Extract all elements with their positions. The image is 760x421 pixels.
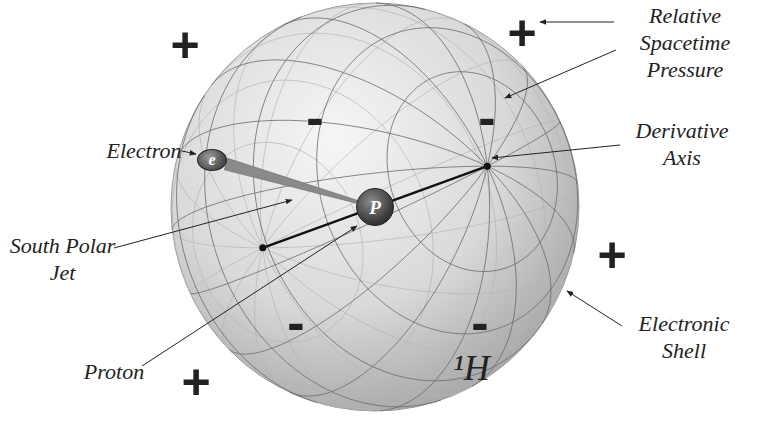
plus-sign: + (170, 20, 199, 70)
derivative-axis (263, 166, 488, 248)
pressure-label: Relative Spacetime Pressure (615, 2, 755, 83)
axis-label: Derivative Axis (622, 117, 742, 171)
isotope-symbol: ¹H (453, 347, 490, 389)
electronic-shell: ¹H eP (170, 2, 580, 412)
leader-line (182, 151, 196, 154)
plus-sign: + (507, 8, 536, 58)
leader-line (142, 226, 357, 366)
leader-line (567, 291, 622, 326)
minus-sign: - (478, 91, 495, 143)
minus-sign: - (306, 91, 323, 143)
axis-pole (484, 163, 491, 170)
pressure-label-box: Relative Spacetime Pressure (615, 2, 755, 83)
shell-grid-front (172, 3, 577, 411)
shell-label: Electronic Shell (624, 310, 744, 364)
jet-label: South Polar Jet (0, 232, 125, 286)
proton-label-box: Proton (76, 358, 152, 385)
electron-body: e (197, 149, 227, 171)
leader-line (492, 145, 620, 158)
leader-line (540, 22, 614, 23)
polar-jet (224, 158, 357, 203)
leader-line (114, 200, 292, 248)
plus-sign: + (181, 357, 210, 407)
plus-sign: + (597, 230, 626, 280)
sphere-surface (171, 3, 579, 411)
proton-label: Proton (76, 358, 152, 385)
symbol-letter: P (369, 198, 381, 217)
jet-label-box: South Polar Jet (0, 232, 125, 286)
symbol-letter: e (208, 152, 215, 168)
electron-label-box: Electron (104, 137, 184, 164)
electron-label: Electron (104, 137, 184, 164)
minus-sign: - (471, 296, 488, 348)
axis-pole (259, 244, 266, 251)
proton-body: P (356, 188, 394, 226)
shell-grid-back (172, 3, 577, 411)
shell-label-box: Electronic Shell (624, 310, 744, 364)
minus-sign: - (287, 296, 304, 348)
axis-label-box: Derivative Axis (622, 117, 742, 171)
